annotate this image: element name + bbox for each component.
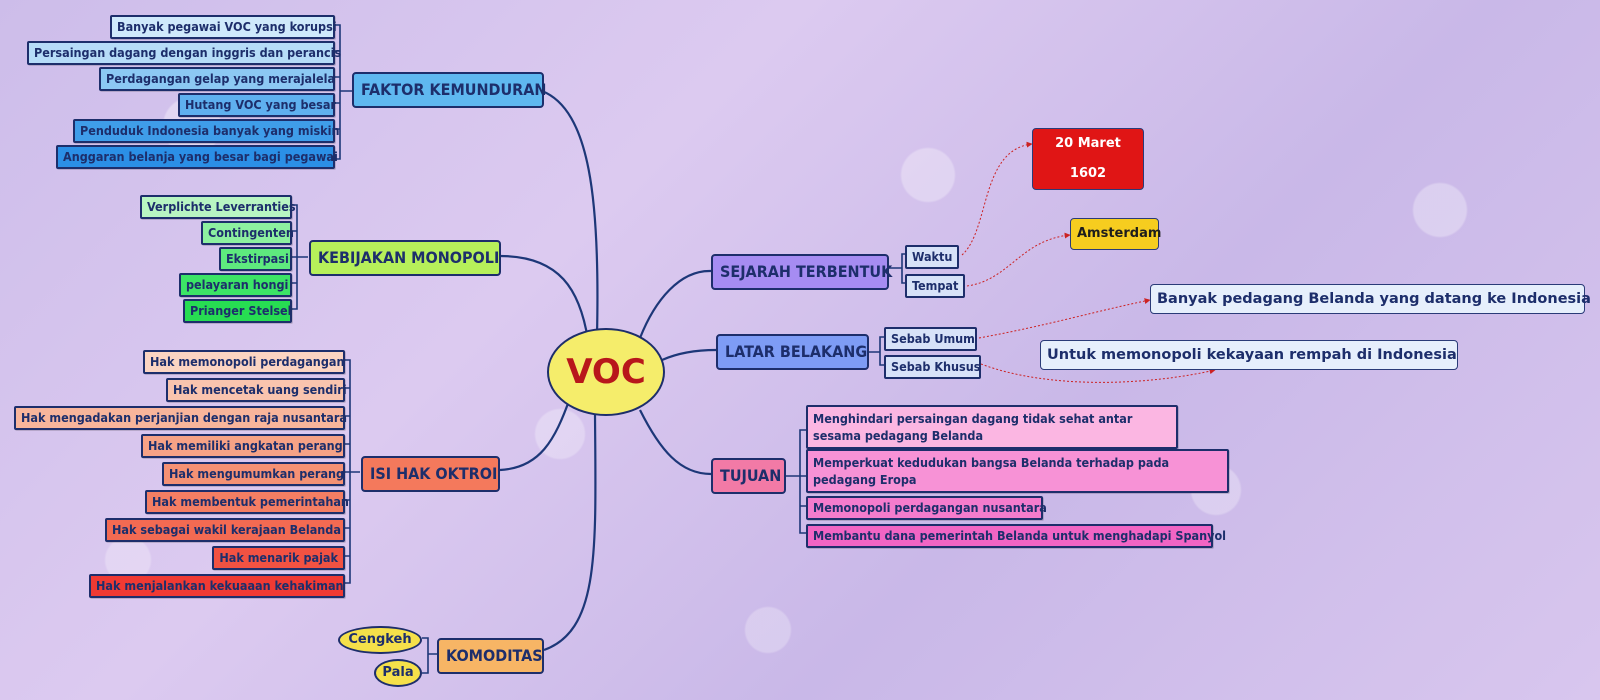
oktroi-item[interactable]: Hak memiliki angkatan perang [141, 434, 345, 458]
faktor-item[interactable]: Perdagangan gelap yang merajalela [99, 67, 335, 91]
tujuan-node[interactable]: TUJUAN [711, 458, 786, 494]
sebab-umum[interactable]: Sebab Umum [884, 327, 977, 351]
faktor-item[interactable]: Persaingan dagang dengan inggris dan per… [27, 41, 341, 65]
oktroi-item[interactable]: Hak sebagai wakil kerajaan Belanda [105, 518, 345, 542]
tujuan-item[interactable]: Memperkuat kedudukan bangsa Belanda terh… [806, 449, 1229, 493]
sejarah-waktu[interactable]: Waktu [905, 245, 959, 269]
faktor-kemunduran-node[interactable]: FAKTOR KEMUNDURAN [352, 72, 546, 108]
komoditas-node[interactable]: KOMODITAS [437, 638, 544, 674]
kebijakan-item[interactable]: Verplichte Leverranties [140, 195, 296, 219]
kebijakan-item[interactable]: pelayaran hongi [179, 273, 292, 297]
link-latar [661, 348, 717, 362]
kebijakan-monopoli-node[interactable]: KEBIJAKAN MONOPOLI [309, 240, 501, 276]
sebab-khusus-value[interactable]: Untuk memonopoli kekayaan rempah di Indo… [1040, 340, 1458, 370]
kebijakan-item[interactable]: Contingenten [201, 221, 294, 245]
komoditas-item[interactable]: Cengkeh [338, 626, 422, 654]
oktroi-item[interactable]: Hak menarik pajak [212, 546, 345, 570]
oktroi-item[interactable]: Hak mencetak uang sendiri [166, 378, 347, 402]
link-faktor [541, 89, 599, 336]
link-komoditas [543, 414, 597, 652]
link-tujuan [639, 409, 712, 476]
oktroi-item[interactable]: Hak mengadakan perjanjian dengan raja nu… [14, 406, 347, 430]
link-sejarah [638, 269, 712, 339]
faktor-item[interactable]: Hutang VOC yang besar [178, 93, 336, 117]
sebab-khusus[interactable]: Sebab Khusus [884, 355, 981, 379]
kebijakan-item[interactable]: Ekstirpasi [219, 247, 292, 271]
isi-hak-oktroi-node[interactable]: ISI HAK OKTROI [361, 456, 500, 492]
kebijakan-item[interactable]: Prianger Stelsel [183, 299, 292, 323]
oktroi-item[interactable]: Hak mengumumkan perang [162, 462, 345, 486]
sejarah-terbentuk-node[interactable]: SEJARAH TERBENTUK [711, 254, 892, 290]
central-topic-voc[interactable]: VOC [547, 328, 665, 416]
tujuan-item[interactable]: Menghindari persaingan dagang tidak seha… [806, 405, 1178, 449]
tempat-value[interactable]: Amsterdam [1070, 218, 1161, 250]
waktu-value[interactable]: 20 Maret 1602 [1032, 128, 1144, 190]
sebab-umum-value[interactable]: Banyak pedagang Belanda yang datang ke I… [1150, 284, 1591, 314]
faktor-item[interactable]: Penduduk Indonesia banyak yang miskin [73, 119, 339, 143]
faktor-item[interactable]: Anggaran belanja yang besar bagi pegawai [56, 145, 338, 169]
komoditas-item[interactable]: Pala [374, 659, 422, 687]
oktroi-item[interactable]: Hak menjalankan kekuaaan kehakiman [89, 574, 345, 598]
oktroi-item[interactable]: Hak membentuk pemerintahan [145, 490, 349, 514]
faktor-item[interactable]: Banyak pegawai VOC yang korupsi [110, 15, 337, 39]
tujuan-item[interactable]: Membantu dana pemerintah Belanda untuk m… [806, 524, 1226, 548]
link-kebijakan [499, 254, 590, 341]
sejarah-tempat[interactable]: Tempat [905, 274, 965, 298]
link-oktroi [499, 397, 572, 472]
tujuan-item[interactable]: Memonopoli perdagangan nusantara [806, 496, 1047, 520]
oktroi-item[interactable]: Hak memonopoli perdagangan [143, 350, 345, 374]
latar-belakang-node[interactable]: LATAR BELAKANG [716, 334, 869, 370]
